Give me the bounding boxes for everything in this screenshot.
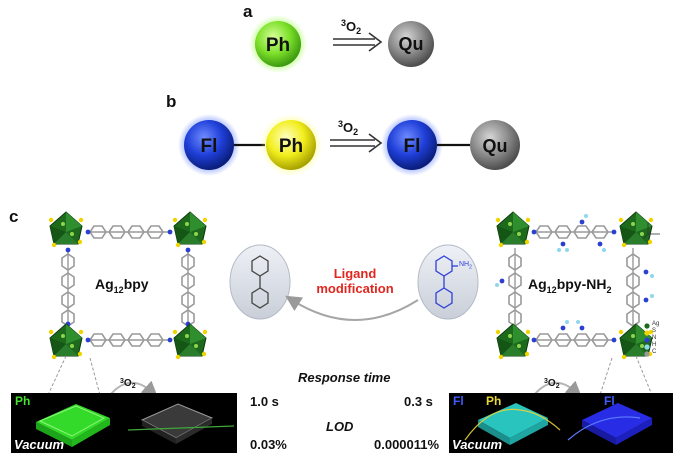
amine-label: NH2 <box>459 261 472 271</box>
reagent-b: 3O2 <box>338 119 358 137</box>
ligand-modification-label: Ligand modification <box>316 266 394 296</box>
ph-yellow-label: Ph <box>279 136 303 157</box>
photo-right-fl-label: Fl <box>453 394 464 408</box>
ph-label: Ph <box>266 35 290 56</box>
photo-right-fl2-label: Fl <box>604 394 615 408</box>
photo-left <box>11 393 237 453</box>
reagent-a: 3O2 <box>341 18 361 36</box>
framework-left <box>48 211 208 360</box>
oxygen-arrow-right <box>533 380 582 398</box>
qu-label: Qu <box>399 34 424 54</box>
panel-a: Ph 3O2 Qu <box>249 15 434 73</box>
ph-yellow-ball <box>266 120 316 170</box>
panel-label-a: a <box>243 2 253 21</box>
green-film-side2 <box>72 418 110 447</box>
qu-product-label: Qu <box>483 136 508 156</box>
guide-line-right2 <box>599 357 613 396</box>
reaction-arrow-a <box>333 32 383 52</box>
ligand-center <box>229 244 479 321</box>
legend-n-dot <box>644 337 650 343</box>
atom-legend <box>644 323 650 357</box>
panel-b: Fl Ph 3O2 Fl Qu <box>178 114 520 176</box>
fl-product-ball <box>387 120 437 170</box>
guide-line-right <box>635 355 653 396</box>
lod-right-value: 0.000011% <box>374 437 440 452</box>
reaction-arrow-b <box>330 133 383 153</box>
fl-label: Fl <box>201 136 218 157</box>
qu-product-ball <box>470 120 520 170</box>
oxygen-label-left: 3O2 <box>120 378 136 390</box>
photo-left-ph-label: Ph <box>15 394 31 408</box>
guide-line-left <box>47 355 67 396</box>
guide-line-left2 <box>89 357 101 396</box>
legend-h-dot <box>644 344 650 350</box>
bpy-nh2-ligand-circle <box>417 244 479 320</box>
legend-ag-dot <box>644 323 650 329</box>
photo-right-vacuum-label: Vacuum <box>452 437 503 452</box>
panel-label-c: c <box>9 207 19 226</box>
framework-right-label: Ag12bpy-NH2 <box>528 276 612 295</box>
green-film-side <box>36 422 72 447</box>
lod-left-value: 0.03% <box>250 437 287 452</box>
photo-right <box>449 393 673 453</box>
oxygen-arrow-left <box>109 380 158 398</box>
fl-product-label: Fl <box>404 136 421 157</box>
qu-ball <box>388 21 434 67</box>
framework-left-label: Ag12bpy <box>95 276 149 295</box>
response-right-value: 0.3 s <box>404 394 433 409</box>
framework-right <box>495 211 660 360</box>
blue-film <box>582 403 652 438</box>
panel-label-b: b <box>166 92 177 111</box>
response-left-value: 1.0 s <box>250 394 279 409</box>
oxygen-label-right: 3O2 <box>544 378 560 390</box>
photo-left-vacuum-label: Vacuum <box>14 437 65 452</box>
modification-arrow <box>285 295 419 321</box>
legend-s-dot <box>644 330 650 336</box>
legend-c-dot <box>644 351 650 357</box>
photo-right-ph-label: Ph <box>486 394 502 408</box>
axis-indicator <box>642 222 660 240</box>
response-time-heading: Response time <box>298 370 391 385</box>
ph-ball <box>255 21 301 67</box>
lod-heading: LOD <box>326 419 354 434</box>
fl-ball <box>184 120 234 170</box>
atom-legend-labels: Ag S N H C <box>652 321 660 355</box>
